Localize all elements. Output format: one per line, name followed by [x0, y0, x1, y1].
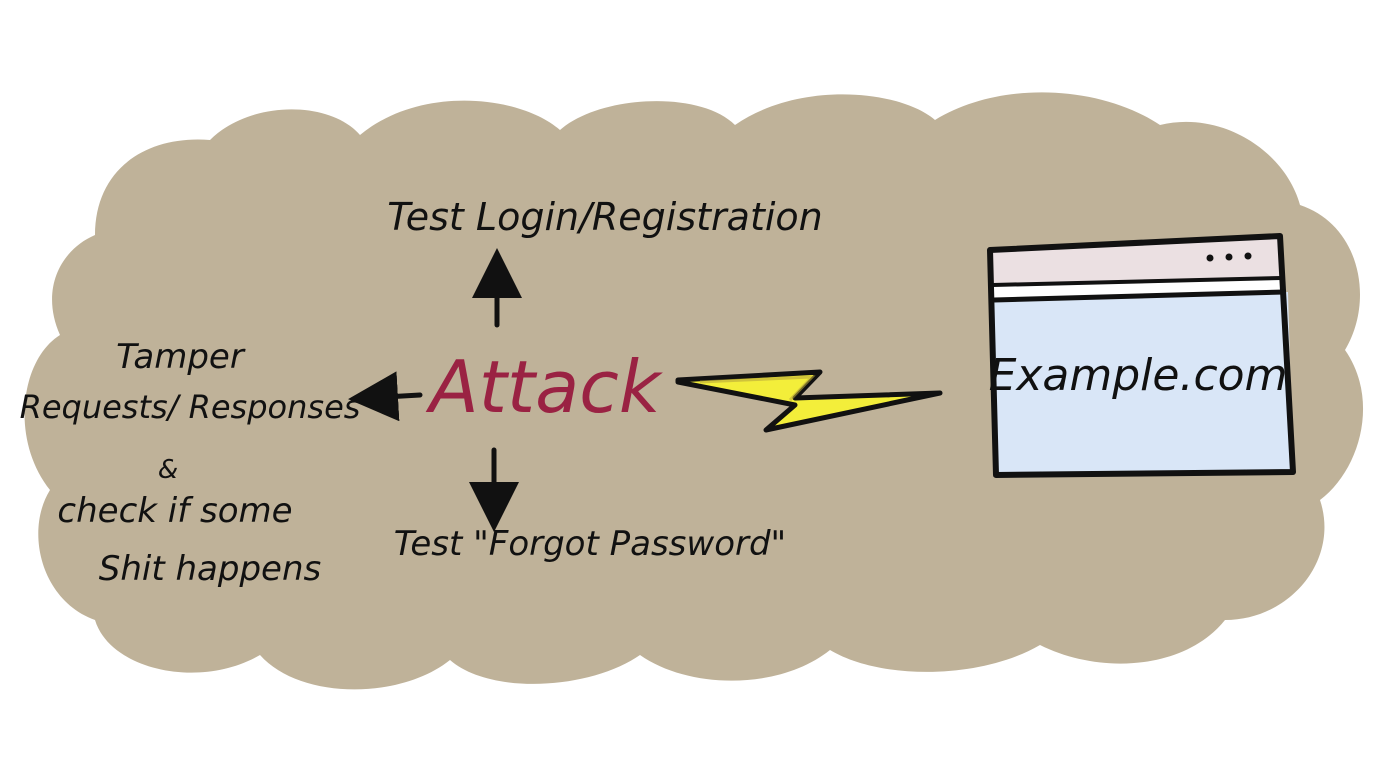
left-label-line-2: Requests/ Responses	[20, 388, 361, 426]
left-label-line-5: Shit happens	[99, 549, 321, 589]
target-site-label: Example.com	[989, 350, 1288, 401]
arrow-left	[348, 371, 423, 422]
left-label-line-4: check if some	[57, 491, 292, 531]
background-cloud	[24, 92, 1364, 690]
browser-window: Example.com	[987, 233, 1296, 478]
three-dots-icon	[1206, 252, 1252, 262]
browser-content-area	[994, 292, 1293, 475]
left-label-line-3: &	[158, 455, 178, 485]
bottom-label: Test "Forgot Password"	[394, 524, 786, 564]
top-label: Test Login/Registration	[387, 195, 823, 239]
attack-label: Attack	[425, 345, 663, 429]
left-label-line-1: Tamper	[116, 337, 246, 377]
lightning-bolt-icon	[675, 369, 943, 433]
